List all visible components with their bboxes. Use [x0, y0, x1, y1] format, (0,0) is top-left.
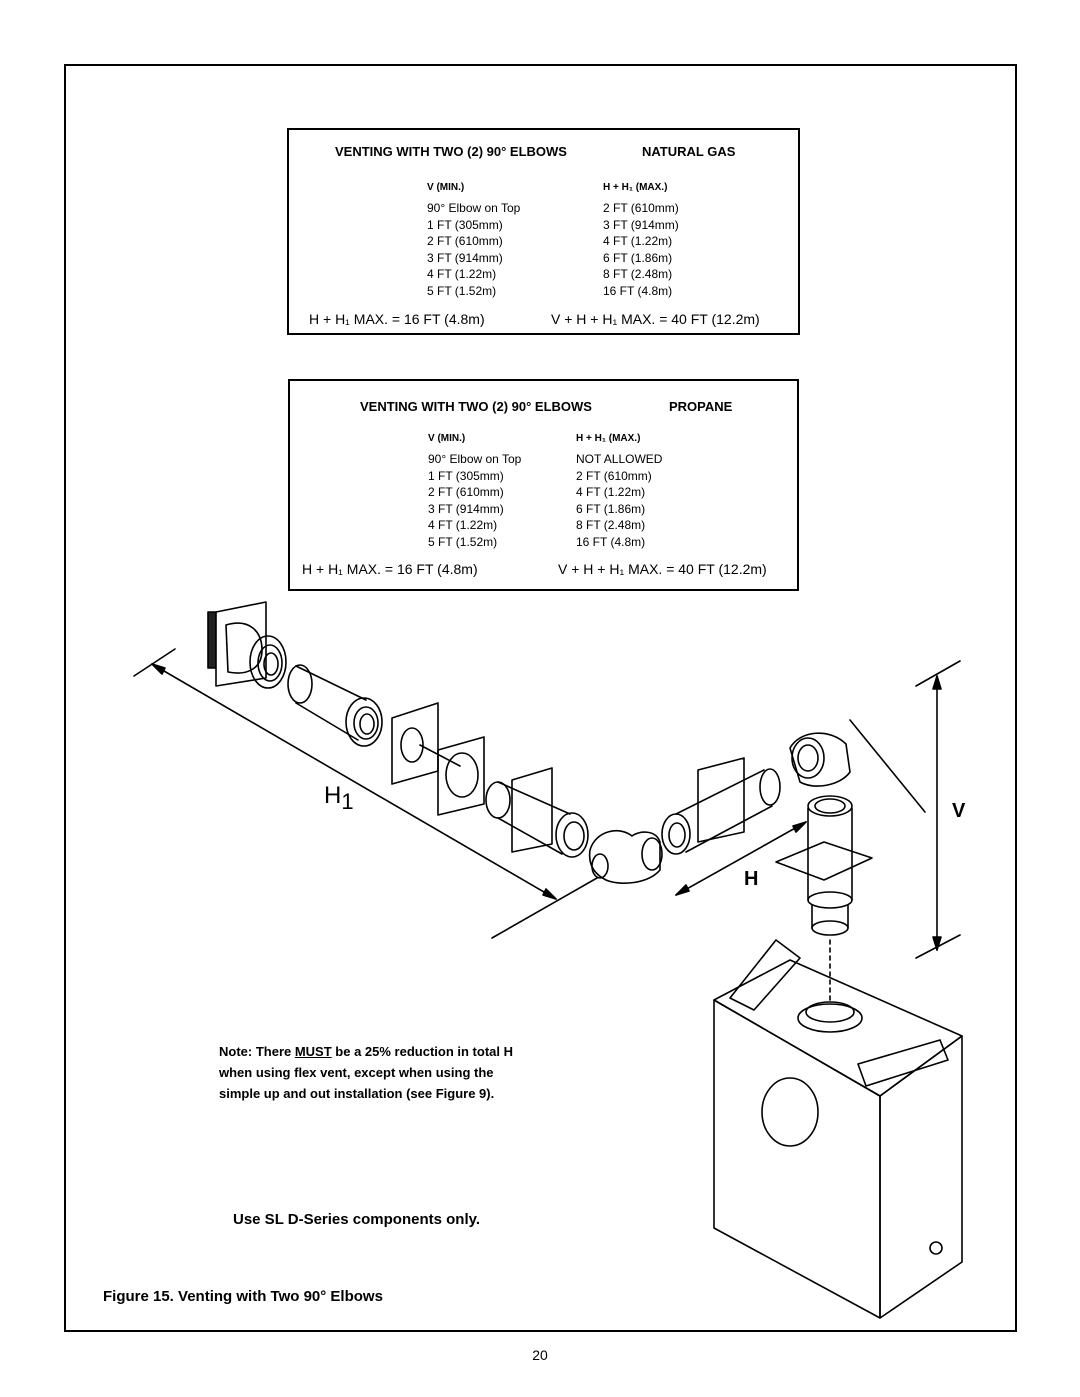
table-cell: 4 FT (1.22m) [427, 267, 497, 282]
table-cell: 5 FT (1.52m) [427, 283, 497, 298]
natural-gas-table-title: VENTING WITH TWO (2) 90° ELBOWS [335, 144, 567, 159]
propane-table-title: VENTING WITH TWO (2) 90° ELBOWS [360, 399, 592, 414]
table-cell: 5 FT (1.52m) [428, 534, 498, 549]
propane-table-fuel: PROPANE [669, 399, 733, 414]
h-dimension-line [675, 821, 807, 896]
table-cell: 3 FT (914mm) [428, 501, 504, 516]
v-extension-top [915, 660, 961, 687]
propane-footer-right: V + H + H₁ MAX. = 40 FT (12.2m) [558, 561, 767, 577]
h1-arrow-end [542, 888, 557, 900]
figure-caption: Figure 15. Venting with Two 90° Elbows [103, 1288, 383, 1305]
h1-label: H1 [324, 782, 354, 815]
h1-arrow-start [151, 663, 166, 675]
table-cell: 90° Elbow on Top [427, 201, 521, 215]
page-number: 20 [532, 1347, 548, 1363]
vent-pipe-section-2 [485, 767, 589, 858]
elbow-90-top [789, 732, 851, 787]
table-cell: 16 FT (4.8m) [603, 283, 673, 298]
table-cell: 2 FT (610mm) [576, 468, 652, 483]
propane-table: VENTING WITH TWO (2) 90° ELBOWS PROPANE … [288, 379, 799, 591]
table-cell: 2 FT (610mm) [428, 485, 504, 500]
h-arrow-end [792, 821, 807, 833]
h1-extension-line-bottom [491, 877, 598, 939]
propane-h-header: H + H₁ (MAX.) [576, 433, 641, 444]
h1-label-subscript: 1 [341, 788, 354, 814]
table-cell: NOT ALLOWED [576, 452, 663, 466]
natural-gas-h-header: H + H₁ (MAX.) [603, 182, 668, 193]
elbow-90-bottom [588, 829, 663, 884]
v-arrow-top [932, 675, 942, 690]
v-arrow-bottom [932, 936, 942, 951]
v-extension-side [849, 719, 926, 813]
table-cell: 2 FT (610mm) [427, 234, 503, 249]
natural-gas-footer-right: V + H + H₁ MAX. = 40 FT (12.2m) [551, 311, 760, 327]
table-cell: 16 FT (4.8m) [576, 534, 646, 549]
table-cell: 2 FT (610mm) [603, 201, 679, 215]
table-cell: 4 FT (1.22m) [576, 485, 646, 500]
natural-gas-table-fuel: NATURAL GAS [642, 144, 736, 159]
vent-termination-cap [207, 601, 287, 689]
table-cell: 1 FT (305mm) [428, 468, 504, 483]
table-cell: 6 FT (1.86m) [603, 250, 673, 265]
vent-pipe-section-1 [287, 664, 383, 747]
wall-thimble [391, 702, 485, 816]
h1-dimension-line [151, 663, 557, 900]
propane-footer-left: H + H₁ MAX. = 16 FT (4.8m) [302, 561, 478, 577]
vertical-vent-pipe [775, 795, 873, 1001]
v-extension-bottom [915, 934, 961, 959]
natural-gas-v-column: 90° Elbow on Top 1 FT (305mm) 2 FT (610m… [427, 200, 520, 300]
propane-v-header: V (MIN.) [428, 433, 466, 444]
h1-extension-line [133, 648, 176, 677]
table-cell: 4 FT (1.22m) [603, 234, 673, 249]
table-cell: 90° Elbow on Top [428, 452, 522, 466]
stove-appliance [713, 939, 963, 1319]
table-cell: 8 FT (2.48m) [603, 267, 673, 282]
h-label: H [744, 868, 759, 890]
components-note: Use SL D-Series components only. [233, 1211, 481, 1228]
page-frame [64, 64, 1017, 1332]
natural-gas-table: VENTING WITH TWO (2) 90° ELBOWS NATURAL … [287, 128, 800, 335]
natural-gas-footer-left: H + H₁ MAX. = 16 FT (4.8m) [309, 311, 485, 327]
table-cell: 6 FT (1.86m) [576, 501, 646, 516]
note-rest: be a 25% reduction in total H when using… [219, 1044, 513, 1101]
table-cell: 3 FT (914mm) [427, 250, 503, 265]
vent-pipe-section-3 [661, 757, 781, 855]
natural-gas-v-header: V (MIN.) [427, 182, 465, 193]
table-cell: 8 FT (2.48m) [576, 518, 646, 533]
h1-label-text: H [324, 782, 342, 809]
note-emphasis: MUST [294, 1044, 332, 1059]
natural-gas-h-column: 2 FT (610mm) 3 FT (914mm) 4 FT (1.22m) 6… [603, 200, 679, 300]
h-arrow-start [675, 884, 690, 896]
v-label: V [952, 800, 966, 822]
table-cell: 1 FT (305mm) [427, 217, 503, 232]
propane-v-column: 90° Elbow on Top 1 FT (305mm) 2 FT (610m… [428, 451, 521, 551]
table-cell: 4 FT (1.22m) [428, 518, 498, 533]
flex-vent-note: Note: There MUST be a 25% reduction in t… [219, 1041, 519, 1104]
note-prefix: Note: There [219, 1044, 295, 1059]
propane-h-column: NOT ALLOWED 2 FT (610mm) 4 FT (1.22m) 6 … [576, 451, 662, 551]
table-cell: 3 FT (914mm) [603, 217, 679, 232]
